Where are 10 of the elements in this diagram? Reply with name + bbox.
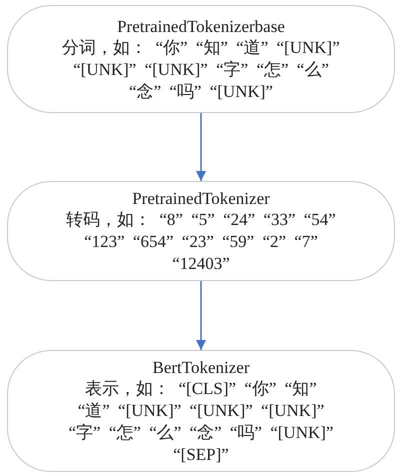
arrow [196, 113, 206, 181]
box-title: PretrainedTokenizerbase [117, 16, 285, 36]
example-text: 分词，如： “你” “知” “道” “[UNK]” “[UNK]” “[UNK]” “字” “怎” “么” “念” “吗” “[UNK]” [61, 36, 341, 102]
example-text: 表示，如： “[CLS]” “你” “知” “道” “[UNK]” “[UNK]” “[UNK]” “字” “怎” “么” “念” “吗” “[UNK]” “[SEP]” [68, 378, 334, 466]
box-title: BertTokenizer [152, 356, 250, 378]
example-text: 转码，如： “8” “5” “24” “33” “54” “123” “654” “23” “59” “2” “7” “12403” [65, 208, 337, 274]
arrow [196, 281, 206, 350]
box-title: PretrainedTokenizer [132, 188, 270, 208]
rounded-box [7, 350, 395, 472]
rounded-box [7, 5, 395, 113]
